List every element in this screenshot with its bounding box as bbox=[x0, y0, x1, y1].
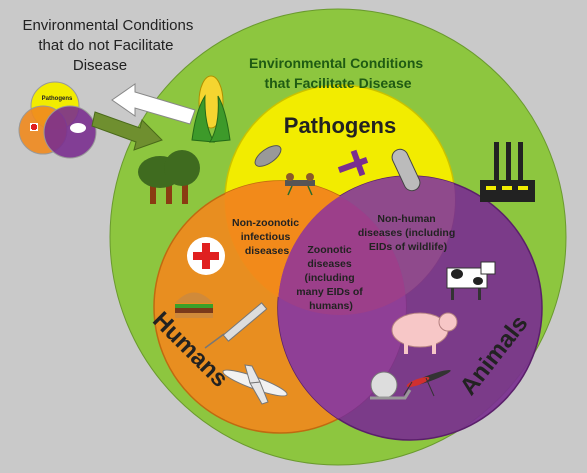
factory-icon bbox=[480, 142, 535, 202]
inside-label: Environmental Conditions that Facilitate… bbox=[249, 55, 427, 91]
non-zoonotic-label: Non-zoonotic infectious diseases bbox=[232, 217, 302, 257]
airplane-icon bbox=[222, 364, 288, 405]
outside-label: Environmental Conditions that do not Fac… bbox=[22, 17, 197, 74]
arrow-out-icon bbox=[111, 83, 196, 125]
mini-venn-thumbnail: Pathogens bbox=[18, 81, 97, 159]
burger-icon bbox=[175, 292, 213, 318]
non-human-label: Non-human diseases (including EIDs of wi… bbox=[358, 213, 458, 253]
virus-icon bbox=[254, 145, 282, 167]
bacteria-icon bbox=[285, 173, 315, 196]
mini-pathogens-label: Pathogens bbox=[42, 96, 73, 102]
pathogens-label: Pathogens bbox=[284, 113, 396, 138]
syringe-icon bbox=[204, 302, 268, 349]
virus-capsule-icon bbox=[391, 148, 421, 192]
pig-icon bbox=[391, 312, 458, 354]
tree-icon bbox=[138, 150, 200, 204]
zoonotic-label: Zoonotic diseases (including many EIDs o… bbox=[296, 244, 365, 312]
arrow-in-icon bbox=[91, 111, 163, 151]
cow-icon bbox=[446, 261, 496, 300]
red-cross-icon bbox=[187, 237, 225, 275]
corn-icon bbox=[191, 75, 231, 143]
overlap-all bbox=[278, 181, 406, 315]
parasite-icon bbox=[337, 149, 369, 177]
snail-icon bbox=[370, 371, 412, 400]
mosquito-icon bbox=[403, 369, 451, 397]
